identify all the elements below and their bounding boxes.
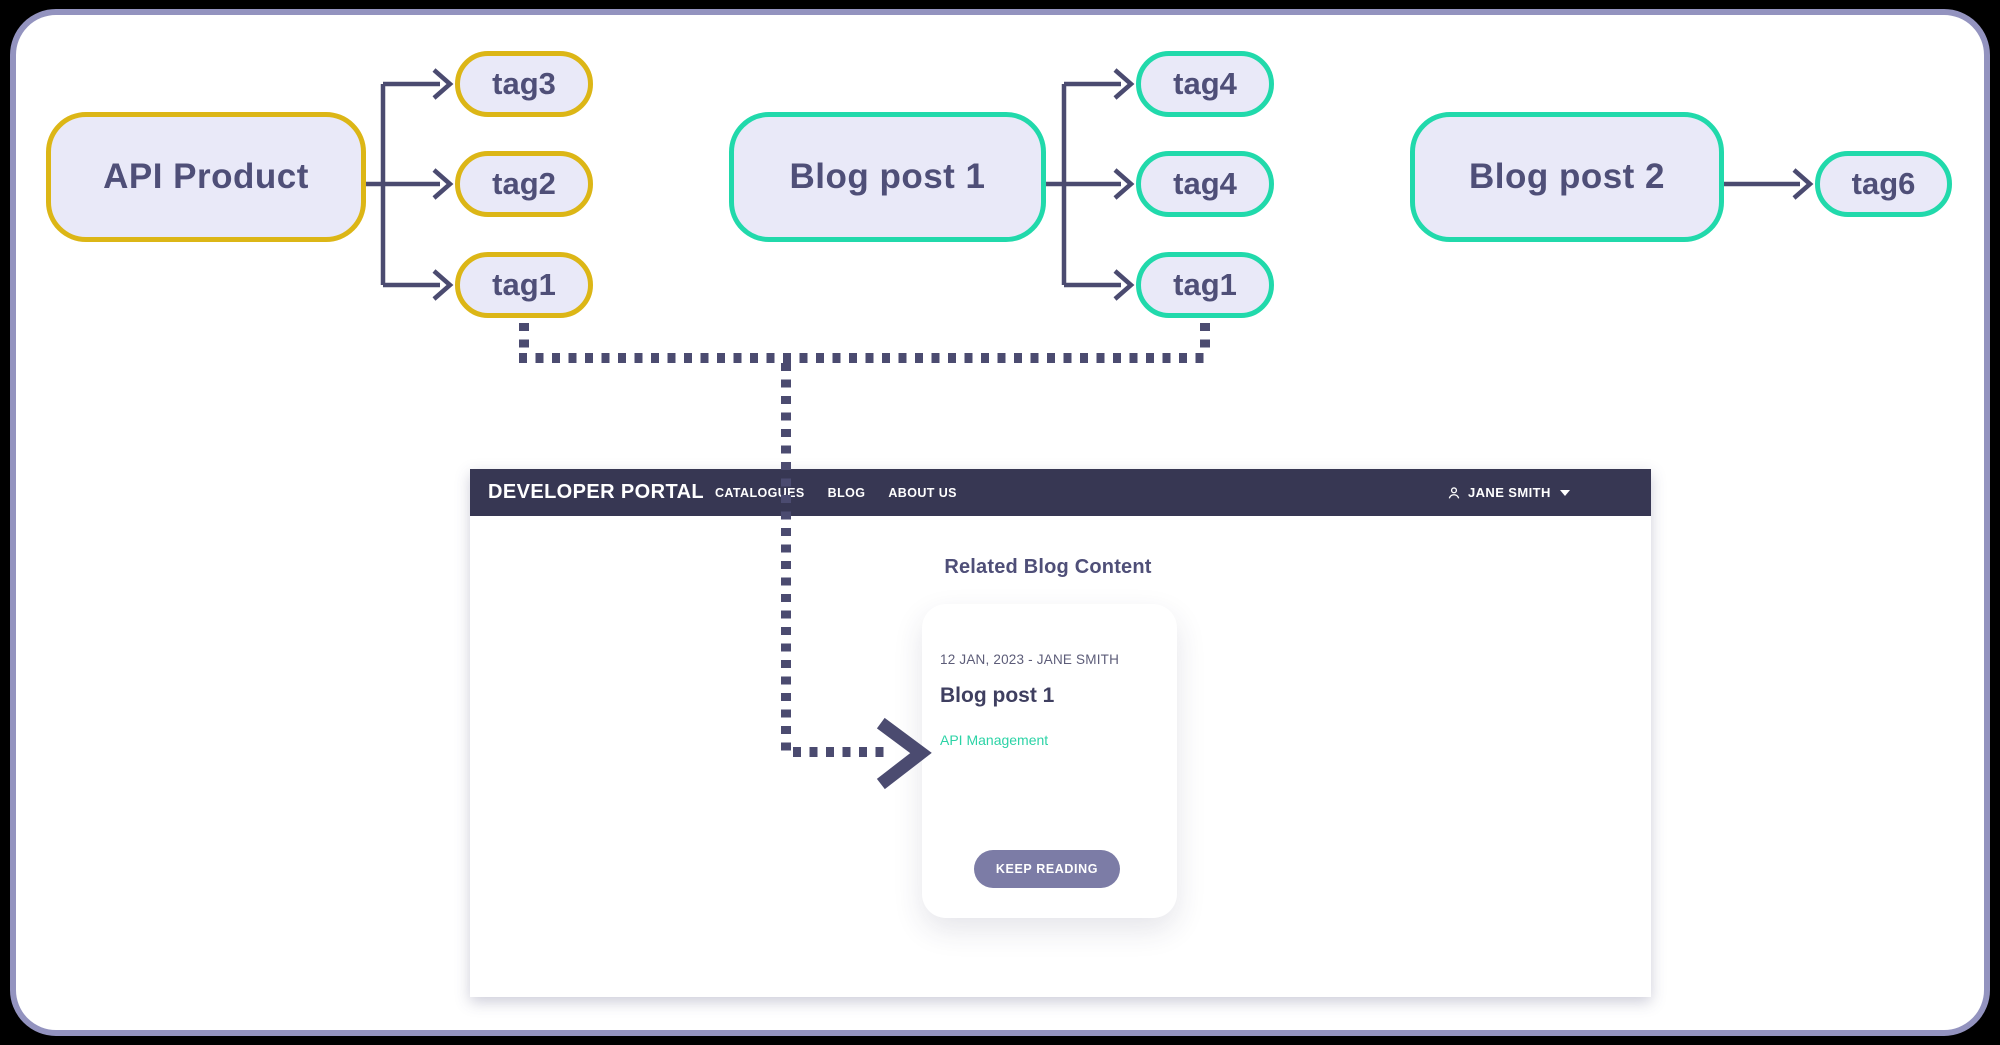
tag-label: tag1 bbox=[492, 267, 556, 302]
tag-node: tag6 bbox=[1815, 151, 1952, 217]
tag-label: tag3 bbox=[492, 66, 556, 101]
tag-label: tag6 bbox=[1851, 166, 1916, 201]
nav-item-blog[interactable]: BLOG bbox=[827, 485, 866, 500]
blog-post-1-label: Blog post 1 bbox=[789, 157, 986, 196]
tag-node: tag4 bbox=[1136, 51, 1274, 117]
tag-label: tag4 bbox=[1173, 166, 1237, 201]
tag-label: tag1 bbox=[1173, 267, 1237, 302]
tag-node: tag4 bbox=[1136, 151, 1274, 217]
portal-nav: CATALOGUES BLOG ABOUT US bbox=[715, 486, 957, 500]
api-product-node: API Product bbox=[46, 112, 366, 242]
keep-reading-button[interactable]: KEEP READING bbox=[974, 850, 1120, 888]
nav-item-catalogues[interactable]: CATALOGUES bbox=[715, 485, 805, 500]
tag-node: tag1 bbox=[1136, 252, 1274, 318]
nav-item-about-us[interactable]: ABOUT US bbox=[888, 485, 957, 500]
blog-post-2-label: Blog post 2 bbox=[1468, 157, 1666, 196]
blog-post-2-node: Blog post 2 bbox=[1410, 112, 1724, 242]
section-title: Related Blog Content bbox=[944, 556, 1152, 578]
blog-card: 12 JAN, 2023 - JANE SMITH Blog post 1 AP… bbox=[922, 604, 1177, 918]
portal-header: DEVELOPER PORTAL CATALOGUES BLOG ABOUT U… bbox=[470, 469, 1651, 516]
developer-portal-window: DEVELOPER PORTAL CATALOGUES BLOG ABOUT U… bbox=[470, 469, 1651, 997]
user-name: JANE SMITH bbox=[1468, 485, 1551, 500]
tag-node: tag2 bbox=[455, 151, 593, 217]
api-product-label: API Product bbox=[103, 157, 309, 196]
portal-brand: DEVELOPER PORTAL bbox=[488, 481, 705, 503]
tag-label: tag2 bbox=[492, 166, 556, 201]
person-icon bbox=[1448, 486, 1460, 499]
tag-node: tag3 bbox=[455, 51, 593, 117]
blog-card-title: Blog post 1 bbox=[940, 684, 1055, 707]
tag-node: tag1 bbox=[455, 252, 593, 318]
blog-post-1-node: Blog post 1 bbox=[729, 112, 1046, 242]
chevron-down-icon bbox=[1559, 489, 1570, 496]
blog-card-tag-link[interactable]: API Management bbox=[940, 732, 1049, 748]
tag-label: tag4 bbox=[1173, 66, 1237, 101]
user-menu[interactable]: JANE SMITH bbox=[1446, 485, 1570, 501]
blog-card-meta: 12 JAN, 2023 - JANE SMITH bbox=[940, 652, 1120, 667]
